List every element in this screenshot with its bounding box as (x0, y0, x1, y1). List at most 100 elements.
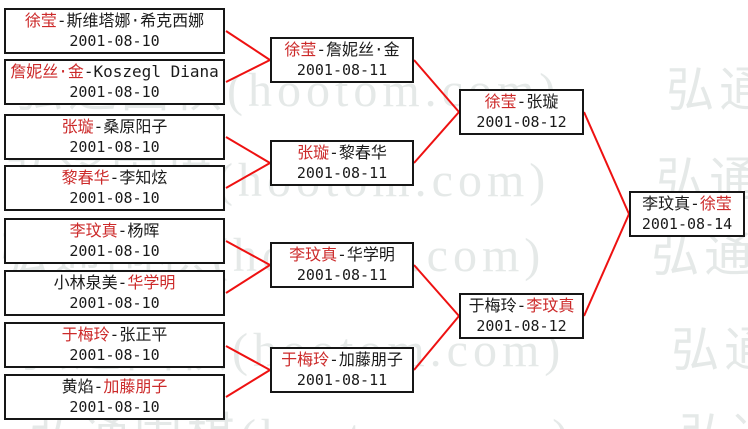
match-players: 徐莹-斯维塔娜·希克西娜 (25, 11, 204, 31)
player1: 小林泉美 (53, 273, 118, 292)
separator: - (109, 168, 120, 187)
player2: 黎春华 (338, 143, 387, 162)
connector-line (583, 213, 630, 317)
match-box: 小林泉美-华学明 2001-08-10 (4, 270, 225, 316)
match-box: 李玟真-华学明 2001-08-11 (270, 242, 414, 288)
match-date: 2001-08-11 (296, 61, 388, 79)
connector-line (413, 315, 460, 371)
match-players: 于梅玲-加藤朋子 (281, 350, 403, 370)
match-players: 詹妮丝·金-Koszegl Diana (10, 62, 219, 82)
match-players: 于梅玲-张正平 (62, 325, 168, 345)
separator: - (93, 377, 104, 396)
match-date: 2001-08-10 (69, 32, 160, 50)
player2: 张正平 (119, 325, 168, 344)
connector-line (225, 240, 271, 266)
player1: 张璇 (297, 143, 330, 162)
match-players: 徐莹-张璇 (485, 92, 559, 112)
player2: 张璇 (526, 92, 559, 111)
separator: - (329, 350, 339, 369)
connector-line (413, 264, 460, 317)
separator: - (83, 62, 94, 81)
match-date: 2001-08-10 (69, 398, 160, 416)
match-players: 小林泉美-华学明 (54, 273, 176, 293)
player1: 李玟真 (289, 245, 338, 264)
match-date: 2001-08-11 (296, 266, 388, 284)
match-players: 黎春华-李知炫 (62, 168, 168, 188)
separator: - (690, 194, 700, 213)
player1: 李玟真 (69, 221, 118, 240)
separator: - (329, 143, 339, 162)
player1: 李玟真 (642, 194, 691, 213)
match-date: 2001-08-12 (476, 113, 567, 131)
match-date: 2001-08-12 (476, 317, 567, 335)
match-players: 李玟真-徐莹 (642, 194, 732, 214)
player2: 杨晖 (127, 221, 160, 240)
connector-line (225, 162, 271, 189)
match-box: 于梅玲-加藤朋子 2001-08-11 (270, 347, 414, 393)
player1: 徐莹 (284, 40, 317, 59)
match-date: 2001-08-10 (69, 189, 160, 207)
player1: 黎春华 (61, 168, 110, 187)
match-date: 2001-08-10 (69, 138, 160, 156)
player2: 李知炫 (119, 168, 168, 187)
match-box: 黎春华-李知炫 2001-08-10 (4, 165, 225, 211)
separator: - (516, 92, 527, 111)
match-box: 詹妮丝·金-Koszegl Diana 2001-08-10 (4, 59, 225, 105)
match-box: 李玟真-杨晖 2001-08-10 (4, 218, 225, 264)
match-box: 徐莹-詹妮丝·金 2001-08-11 (270, 37, 414, 83)
match-box: 于梅玲-张正平 2001-08-10 (4, 322, 225, 368)
connector-line (583, 111, 630, 215)
match-date: 2001-08-14 (641, 215, 733, 233)
match-box: 于梅玲-李玟真 2001-08-12 (459, 293, 584, 339)
player2: 华学明 (127, 273, 176, 292)
player1: 张璇 (61, 117, 94, 136)
match-date: 2001-08-10 (69, 294, 160, 312)
player2: 加藤朋子 (103, 377, 168, 396)
match-players: 李玟真-华学明 (289, 245, 395, 265)
match-players: 黄焰-加藤朋子 (62, 377, 168, 397)
player2: 李玟真 (526, 296, 575, 315)
connector-line (225, 345, 271, 371)
separator: - (109, 325, 120, 344)
connector-line (413, 59, 460, 113)
match-players: 徐莹-詹妮丝·金 (284, 40, 399, 60)
match-date: 2001-08-11 (296, 164, 388, 182)
match-box: 徐莹-张璇 2001-08-12 (459, 89, 584, 135)
player2: 桑原阳子 (103, 117, 168, 136)
player1: 于梅玲 (281, 350, 330, 369)
player2: 斯维塔娜·希克西娜 (66, 11, 205, 30)
connector-line (225, 136, 271, 164)
player1: 詹妮丝·金 (10, 62, 84, 81)
match-players: 李玟真-杨晖 (70, 221, 160, 241)
player1: 于梅玲 (61, 325, 110, 344)
match-date: 2001-08-11 (296, 371, 388, 389)
match-players: 张璇-黎春华 (297, 143, 387, 163)
match-players: 张璇-桑原阳子 (62, 117, 168, 137)
separator: - (316, 40, 326, 59)
match-box: 黄焰-加藤朋子 2001-08-10 (4, 374, 225, 420)
match-box: 张璇-黎春华 2001-08-11 (270, 140, 414, 186)
player2: 加藤朋子 (338, 350, 403, 369)
player2: 詹妮丝·金 (326, 40, 400, 59)
connector-line (413, 111, 460, 164)
player2: 徐莹 (699, 194, 732, 213)
player1: 徐莹 (24, 11, 57, 30)
match-box: 徐莹-斯维塔娜·希克西娜 2001-08-10 (4, 8, 225, 54)
separator: - (93, 117, 104, 136)
player2: Koszegl Diana (93, 62, 219, 81)
match-date: 2001-08-10 (69, 346, 160, 364)
match-players: 于梅玲-李玟真 (469, 296, 575, 316)
connector-line (225, 369, 271, 398)
match-date: 2001-08-10 (69, 83, 160, 101)
player1: 于梅玲 (468, 296, 517, 315)
separator: - (117, 221, 128, 240)
player1: 黄焰 (61, 377, 94, 396)
connector-line (225, 59, 271, 83)
connector-line (225, 264, 271, 294)
match-box: 张璇-桑原阳子 2001-08-10 (4, 114, 225, 160)
match-box: 李玟真-徐莹 2001-08-14 (629, 191, 745, 237)
separator: - (117, 273, 128, 292)
connector-line (225, 30, 271, 61)
